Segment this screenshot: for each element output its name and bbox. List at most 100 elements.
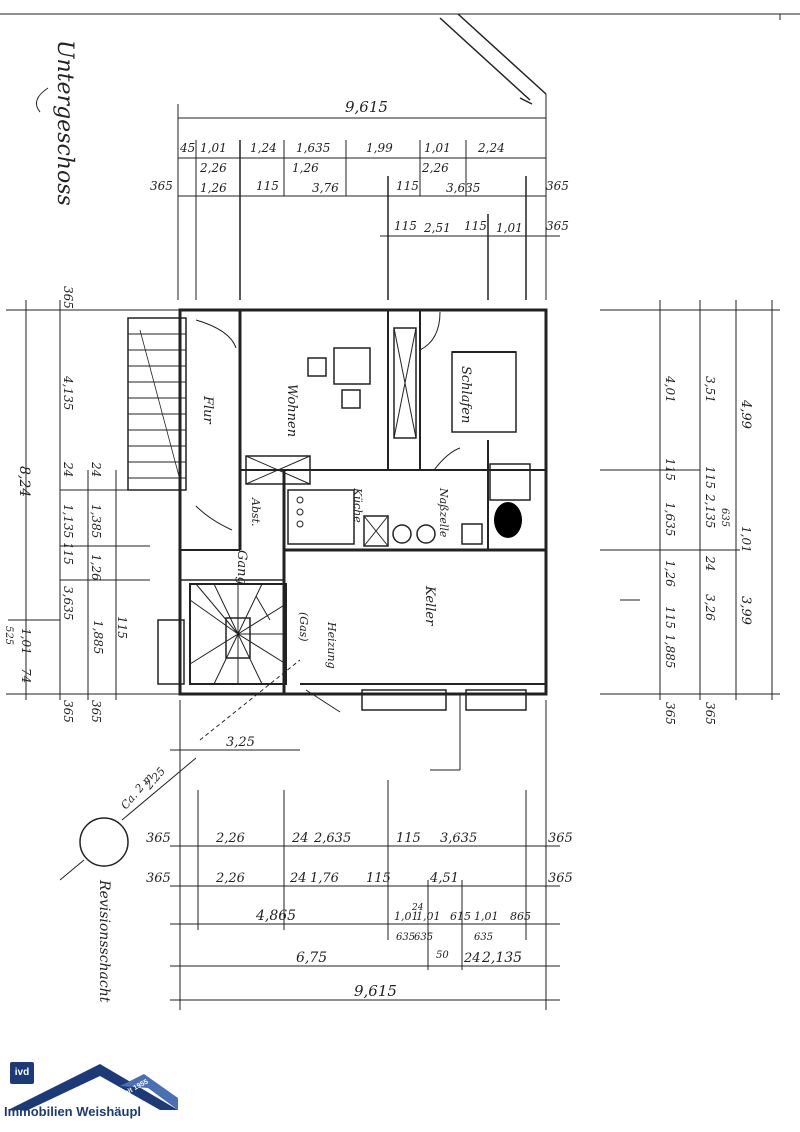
floor-title: Untergeschoss — [52, 40, 77, 206]
dim-left-4: 24 — [89, 461, 103, 477]
room-nassz: Naßzelle — [437, 487, 450, 538]
dim-bot-r1-6: 365 — [548, 831, 573, 846]
dim-left-8: 1,26 — [89, 554, 103, 581]
dim-top-r1-3: 1,635 — [296, 141, 330, 155]
dim-right-16: 365 — [703, 702, 717, 725]
dim-left-0: 365 — [61, 286, 75, 309]
dim-bot-r2-0: 365 — [146, 871, 171, 886]
dim-top-r3-4: 115 — [396, 179, 419, 193]
dim-bot-r3b-2: 635 — [474, 932, 493, 943]
dim-bot-r1-3: 2,635 — [313, 831, 351, 846]
dim-left-12: 525 — [3, 626, 14, 645]
dim-bot-r2-6: 365 — [548, 871, 573, 886]
dim-right-7: 635 — [719, 508, 730, 527]
dim-bot-r3-1: 1,01 — [394, 910, 419, 923]
company-name: Immobilien Weishäupl — [4, 1104, 142, 1119]
dim-bot-r1-1: 2,26 — [215, 831, 245, 846]
dim-right-8: 1,01 — [739, 526, 753, 553]
dim-top-r4-0: 115 — [394, 219, 417, 233]
dim-bot-r3b-0: 635 — [396, 932, 415, 943]
dim-right-11: 115 — [663, 606, 677, 629]
title-bracket — [35, 87, 49, 113]
dim-right-10: 1,26 — [663, 560, 677, 587]
dim-left-2: 4,135 — [61, 375, 75, 410]
dim-bot-r2-1: 2,26 — [215, 871, 245, 886]
dim-right-5: 1,635 — [663, 502, 677, 536]
dim-bot-r3-5: 1,01 — [474, 910, 499, 923]
bottom-dimensions — [170, 659, 560, 1010]
dim-right-12: 3,26 — [703, 594, 717, 621]
dim-left-10: 1,885 — [91, 620, 105, 654]
dim-left-6: 1,385 — [89, 504, 103, 538]
dim-left-11: 115 — [115, 616, 129, 639]
revision-shaft-label: Revisionsschacht — [96, 879, 112, 1003]
dim-top-r3-2: 115 — [256, 179, 279, 193]
dim-right-2: 4,99 — [738, 399, 753, 429]
dim-top-r4-3: 1,01 — [496, 221, 523, 235]
dim-top-r1-1: 1,01 — [200, 141, 227, 155]
dim-top-r2-2: 2,26 — [421, 161, 449, 175]
dim-left-7: 115 — [61, 542, 75, 565]
dim-top-r2-0: 2,26 — [199, 161, 227, 175]
top-dimensions — [177, 94, 560, 300]
ivd-badge: ivd — [10, 1062, 34, 1084]
revision-shaft — [59, 757, 197, 881]
dim-bot-r4-3: 2,135 — [481, 950, 522, 966]
dim-left-15: 365 — [61, 700, 75, 723]
dim-left-1: 8,24 — [16, 466, 32, 497]
dim-right-9: 24 — [703, 555, 717, 571]
dim-bottom-mid: 3,25 — [226, 735, 255, 750]
dim-bot-r3-3: 1,01 — [416, 910, 441, 923]
room-wohnen: Wohnen — [284, 384, 299, 437]
light-wells — [157, 619, 546, 771]
room-heizung: Heizung — [325, 621, 338, 669]
room-schlafen: Schlafen — [458, 366, 473, 423]
room-flur: Flur — [200, 395, 215, 425]
dim-top-r3-6: 365 — [546, 179, 569, 193]
dim-right-15: 365 — [663, 702, 677, 725]
dim-bot-r3-0: 4,865 — [255, 908, 296, 924]
left-dimensions — [6, 300, 180, 700]
dim-top-r4-1: 2,51 — [423, 221, 451, 235]
dim-top-r1-4: 1,99 — [366, 141, 393, 155]
dim-bot-r2-5: 4,51 — [429, 871, 459, 886]
dim-top-r1-5: 1,01 — [424, 141, 451, 155]
dim-bot-r4-0: 6,75 — [296, 950, 327, 966]
dim-bot-r3b-1: 635 — [414, 932, 433, 943]
dim-right-14: 1,885 — [663, 634, 677, 668]
right-dimensions — [600, 300, 780, 700]
dim-bot-r2-2: 24 — [289, 871, 307, 886]
exterior-stairs — [127, 317, 187, 491]
dim-top-r2-1: 1,26 — [292, 161, 319, 175]
room-keller: Keller — [422, 585, 437, 626]
dim-bot-r1-2: 24 — [291, 831, 309, 846]
house-logo-icon — [8, 1064, 178, 1110]
dim-right-6: 2,135 — [703, 493, 717, 528]
dim-left-3: 24 — [61, 461, 75, 477]
dim-right-3: 115 — [663, 458, 677, 481]
dim-top-r3-1: 1,26 — [200, 181, 227, 195]
dim-bot-r3-6: 865 — [510, 910, 531, 923]
dim-left-5: 1,135 — [61, 504, 75, 538]
dim-bot-overall: 9,615 — [354, 982, 397, 1000]
room-gang: Gang — [234, 550, 249, 585]
dim-bot-r3-2: 24 — [411, 903, 424, 913]
dim-left-16: 365 — [89, 700, 103, 723]
dim-top-r3-5: 3,635 — [446, 181, 480, 195]
dim-right-0: 4,01 — [663, 375, 677, 403]
building-walls — [178, 308, 548, 696]
dim-right-1: 3,51 — [703, 376, 717, 403]
room-kueche: Küche — [351, 487, 364, 523]
dim-right-13: 3,99 — [738, 596, 753, 625]
fixtures — [195, 311, 531, 621]
dim-bot-r1-4: 115 — [396, 831, 421, 846]
dim-bot-r3-4: 615 — [450, 910, 471, 923]
dim-left-14: 74 — [19, 668, 33, 683]
dim-bot-r2-4: 115 — [366, 871, 391, 886]
dim-bot-r4-2: 24 — [463, 951, 481, 966]
dim-top-r1-2: 1,24 — [250, 141, 277, 155]
dim-bot-r1-0: 365 — [146, 831, 171, 846]
room-gas: (Gas) — [297, 612, 310, 642]
dim-top-r3-0: 365 — [150, 179, 173, 193]
